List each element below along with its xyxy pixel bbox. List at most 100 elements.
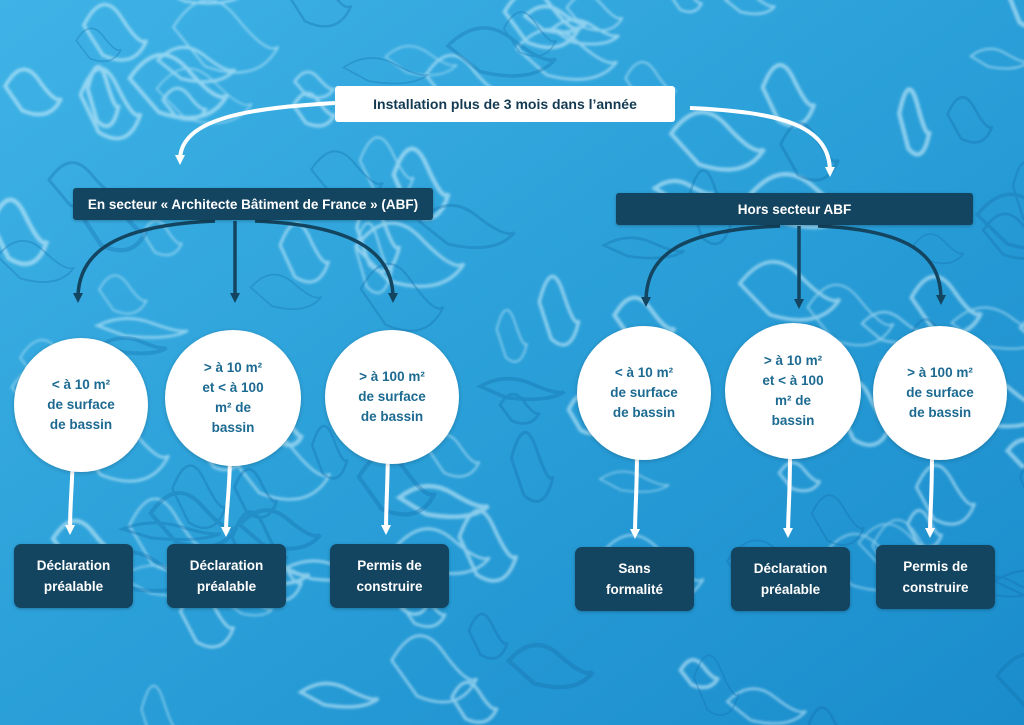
water-caustic [155, 45, 237, 84]
water-caustic [141, 219, 183, 256]
water-caustic [2, 67, 63, 117]
water-caustic [598, 470, 670, 493]
title-text: Installation plus de 3 mois dans l’année [373, 96, 637, 112]
water-caustic [85, 64, 121, 129]
water-caustic [505, 642, 595, 690]
result-text: Déclaration préalable [753, 561, 828, 597]
water-caustic [416, 203, 516, 250]
water-caustic [945, 96, 994, 144]
water-caustic [140, 685, 174, 725]
water-caustic [384, 45, 458, 76]
water-caustic [291, 91, 337, 128]
water-caustic [99, 336, 168, 356]
water-caustic [807, 706, 838, 725]
water-caustic [232, 467, 279, 519]
water-caustic [549, 18, 620, 46]
arrow-title-to-hors [689, 106, 835, 177]
water-caustic [502, 0, 582, 50]
condition-circle-hors-small: < à 10 m² de surface de bassin [577, 326, 711, 460]
result-box-hors-medium: Déclaration préalable [731, 547, 850, 611]
water-caustic [981, 212, 1024, 260]
water-caustic [98, 274, 148, 315]
water-caustic [78, 66, 143, 141]
water-caustic [172, 0, 280, 74]
condition-text: > à 10 m² et < à 100 m² de bassin [202, 360, 264, 435]
result-box-hors-large: Permis de construire [876, 545, 995, 609]
water-caustic [75, 27, 122, 63]
water-caustic [678, 657, 721, 690]
arrow-hors-to-condition-3 [817, 224, 946, 305]
water-caustic [450, 680, 499, 724]
water-caustic [457, 508, 519, 583]
water-caustic [537, 274, 581, 347]
water-caustic [509, 430, 555, 503]
water-caustic [522, 4, 588, 34]
category-abf-label: En secteur « Architecte Bâtiment de Fran… [87, 196, 419, 212]
condition-text: > à 100 m² de surface de bassin [906, 365, 974, 420]
title-box: Installation plus de 3 mois dans l’année [335, 86, 675, 122]
water-caustic [693, 654, 740, 716]
water-caustic [0, 197, 50, 267]
condition-circle-abf-small: < à 10 m² de surface de bassin [14, 338, 148, 472]
arrow-condition-to-result-6 [925, 454, 936, 538]
water-caustic [395, 527, 491, 575]
water-caustic [297, 681, 380, 709]
water-caustic [395, 483, 490, 520]
water-caustic [81, 2, 149, 62]
arrow-title-to-abf [175, 101, 336, 165]
water-caustic [467, 612, 509, 660]
water-caustic [354, 221, 394, 294]
water-caustic [810, 494, 865, 546]
water-caustic [353, 221, 466, 288]
water-caustic [723, 0, 777, 16]
result-box-abf-medium: Déclaration préalable [167, 544, 286, 608]
result-text: Permis de construire [356, 558, 423, 594]
arrow-condition-to-result-5 [783, 454, 794, 538]
condition-circle-hors-large: > à 100 m² de surface de bassin [873, 326, 1007, 460]
water-caustic [777, 461, 822, 493]
water-caustic [310, 424, 349, 480]
result-box-hors-small: Sans formalité [575, 547, 694, 611]
water-caustic [1004, 437, 1024, 470]
condition-text: < à 10 m² de surface de bassin [47, 377, 115, 432]
result-text: Déclaration préalable [189, 558, 264, 594]
water-caustic [950, 306, 1024, 350]
water-caustic [896, 87, 932, 157]
water-caustic [117, 521, 222, 542]
water-caustic [155, 67, 253, 124]
condition-circle-hors-medium: > à 10 m² et < à 100 m² de bassin [725, 323, 861, 459]
water-caustic [495, 309, 528, 363]
water-caustic [502, 11, 557, 57]
condition-circle-abf-medium: > à 10 m² et < à 100 m² de bassin [165, 330, 301, 466]
water-caustic [974, 192, 1024, 250]
water-caustic [806, 283, 895, 347]
water-caustic [93, 317, 189, 339]
water-caustic [0, 240, 75, 283]
water-caustic [565, 0, 624, 32]
water-caustic [178, 0, 237, 5]
category-hors-abf-box: Hors secteur ABF [616, 193, 973, 225]
arrow-condition-to-result-4 [630, 449, 641, 539]
water-caustic [127, 53, 229, 120]
water-caustic [290, 0, 353, 28]
condition-circle-abf-large: > à 100 m² de surface de bassin [325, 330, 459, 464]
water-caustic [341, 57, 430, 85]
water-caustic [249, 273, 323, 310]
category-hors-abf-label: Hors secteur ABF [737, 201, 852, 217]
water-caustic [476, 376, 566, 402]
water-caustic [725, 687, 807, 725]
condition-text: > à 100 m² de surface de bassin [358, 369, 426, 424]
water-caustic [778, 121, 840, 182]
result-box-abf-small: Déclaration préalable [14, 544, 133, 608]
water-caustic [171, 464, 228, 530]
water-caustic [912, 233, 965, 265]
water-caustic [668, 110, 766, 172]
result-box-abf-large: Permis de construire [330, 544, 449, 608]
category-abf-box: En secteur « Architecte Bâtiment de Fran… [73, 188, 433, 220]
water-caustic [498, 392, 541, 425]
water-caustic [737, 260, 842, 322]
water-caustic [292, 70, 336, 99]
condition-text: < à 10 m² de surface de bassin [610, 365, 678, 420]
result-text: Sans formalité [605, 561, 663, 597]
